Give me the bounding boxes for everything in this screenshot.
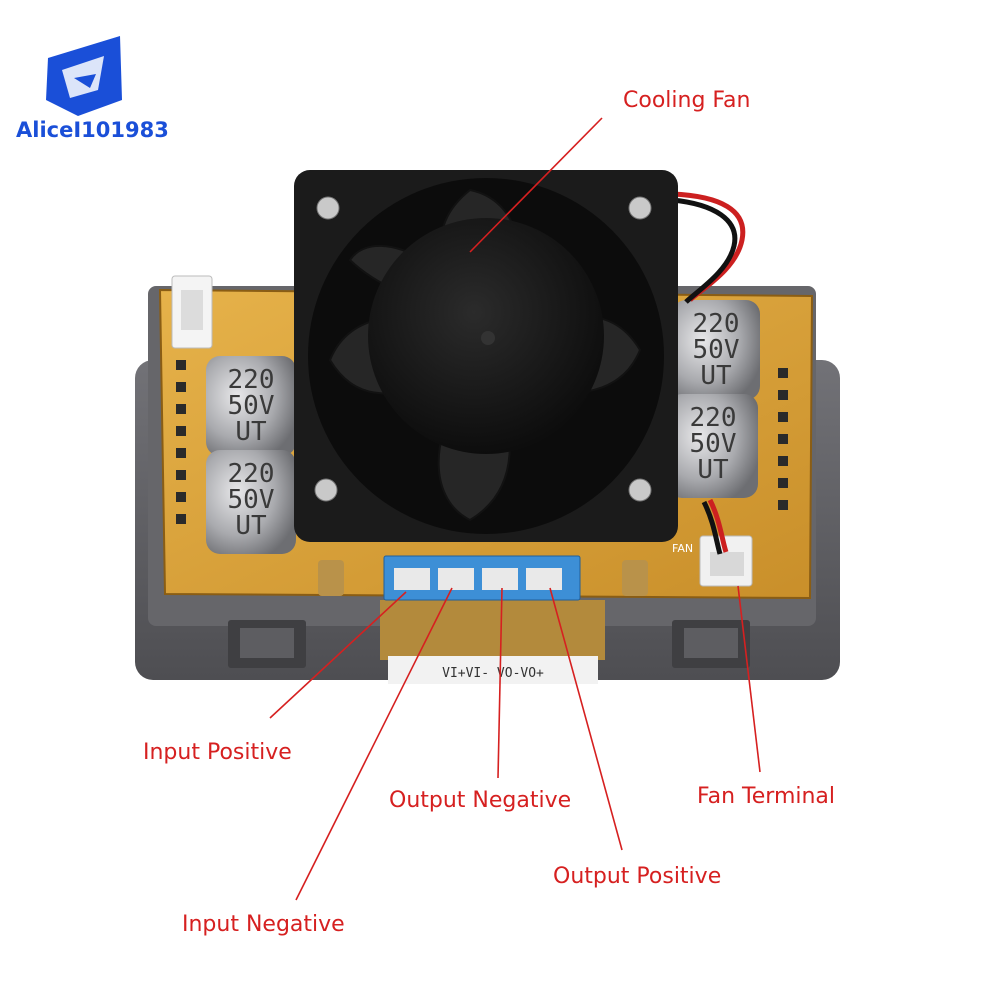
svg-text:50V: 50V: [690, 429, 737, 459]
logo-mark: [46, 36, 122, 116]
svg-text:50V: 50V: [228, 485, 275, 515]
label-fan-terminal: Fan Terminal: [697, 784, 836, 809]
callout-line-cooling-fan: [469, 117, 603, 253]
svg-text:220: 220: [690, 403, 737, 433]
capacitor: 220 50V UT: [668, 394, 758, 498]
fan-silkscreen: FAN: [672, 542, 693, 555]
brand-logo-text: AliceI101983: [16, 118, 169, 142]
callout-line-fan-terminal: [737, 585, 761, 773]
label-input-negative: Input Negative: [182, 912, 345, 937]
cooling-fan: [294, 170, 678, 542]
callout-line-output-negative: [497, 587, 503, 779]
label-output-positive: Output Positive: [553, 864, 722, 889]
fan-wires: [671, 191, 746, 555]
terminal-silkscreen: VI+VI- VO-VO+: [442, 666, 544, 681]
callout-line-input-positive: [269, 591, 407, 719]
svg-text:UT: UT: [697, 455, 729, 485]
terminal-block: [383, 555, 581, 601]
callout-lines: [269, 117, 761, 901]
svg-text:UT: UT: [235, 417, 267, 447]
label-cooling-fan: Cooling Fan: [623, 88, 751, 113]
svg-text:UT: UT: [700, 361, 732, 391]
svg-text:220: 220: [693, 309, 740, 339]
label-output-negative: Output Negative: [389, 788, 572, 813]
svg-text:50V: 50V: [693, 335, 740, 365]
callout-line-output-positive: [549, 587, 623, 851]
capacitor-bank: 220 50V UT 220 50V UT 220 50V UT 220 50V…: [206, 300, 760, 554]
capacitor: 220 50V UT: [672, 300, 760, 400]
capacitor: 220 50V UT: [206, 450, 296, 554]
svg-text:50V: 50V: [228, 391, 275, 421]
svg-text:220: 220: [228, 459, 275, 489]
svg-text:UT: UT: [235, 511, 267, 541]
capacitor: 220 50V UT: [206, 356, 296, 456]
label-input-positive: Input Positive: [143, 740, 292, 765]
callout-line-input-negative: [295, 587, 453, 901]
svg-text:220: 220: [228, 365, 275, 395]
